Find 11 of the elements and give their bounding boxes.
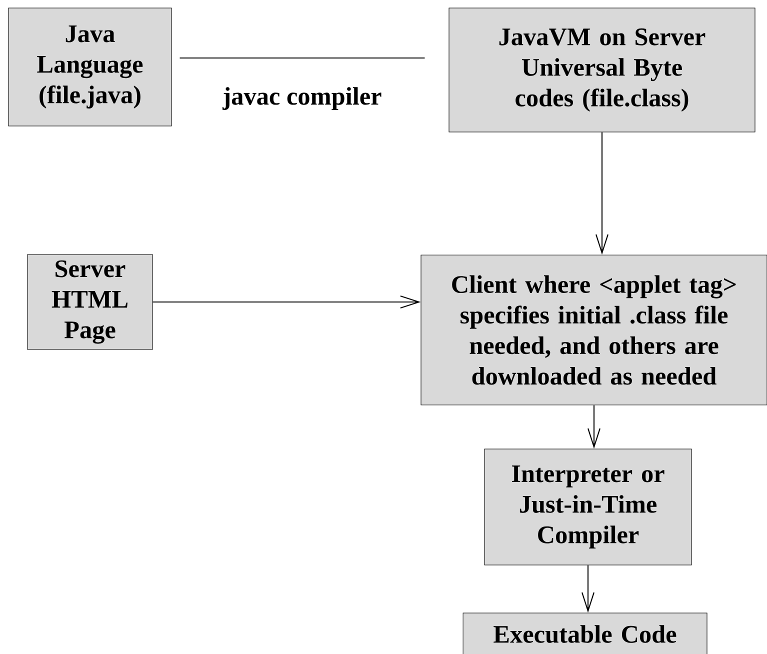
process-box: Client where <applet tag> specifies initial .class file needed, and others are downloaded as needed <box>420 254 767 406</box>
process-box: Executable Code <box>462 612 708 654</box>
arrow <box>152 296 421 308</box>
edge-label: javac compiler <box>221 86 384 112</box>
arrow <box>588 405 600 449</box>
process-box: Interpreter or Just-in-Time Compiler <box>484 448 692 566</box>
arrow <box>582 565 594 613</box>
process-box: Server HTML Page <box>27 254 153 350</box>
process-box: JavaVM on Server Universal Byte codes (file.class) <box>448 8 756 132</box>
arrow <box>596 132 608 255</box>
process-box: Java Language (file.java) <box>8 8 172 126</box>
